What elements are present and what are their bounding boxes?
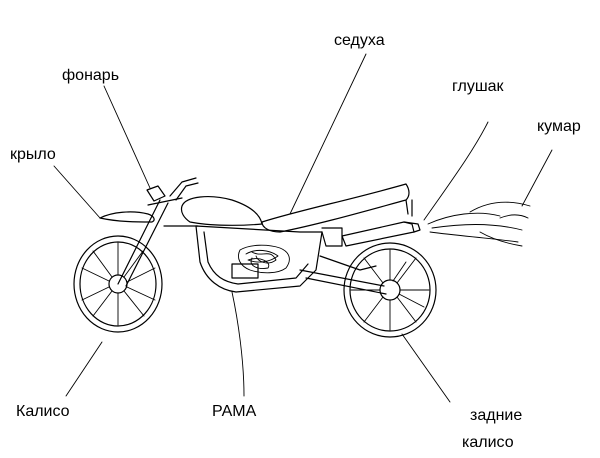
label-muffler: глушак (452, 78, 505, 95)
leader-front-wheel (65, 341, 103, 397)
label-fender: крыло (10, 146, 56, 163)
headlight (146, 185, 166, 202)
label-frame: РАМА (212, 403, 257, 420)
label-smoke: кумар (537, 118, 581, 135)
swingarm (299, 255, 387, 295)
rear-wheel (343, 242, 437, 338)
leader-headlight (103, 85, 151, 189)
exhaust-smoke (427, 201, 531, 247)
label-headlight: фонарь (62, 67, 119, 84)
front-fender (99, 211, 155, 223)
muffler (341, 199, 421, 247)
leader-fender (53, 165, 101, 219)
leader-rear-wheel (401, 333, 451, 403)
fuel-tank (180, 196, 263, 226)
label-rear-wheel-line1: задние (470, 407, 522, 424)
label-seat: седуха (334, 32, 385, 49)
seat (261, 183, 410, 233)
leader-smoke (521, 149, 553, 207)
leader-seat (289, 53, 367, 215)
leader-frame (231, 291, 245, 397)
frame (163, 225, 343, 293)
handlebar (169, 177, 199, 201)
leader-muffler (423, 121, 489, 221)
label-front-wheel: Калисо (16, 403, 70, 420)
label-rear-wheel-line2: калисо (462, 434, 514, 451)
leader-lines (53, 53, 553, 403)
engine (231, 244, 290, 279)
front-wheel (73, 235, 163, 333)
